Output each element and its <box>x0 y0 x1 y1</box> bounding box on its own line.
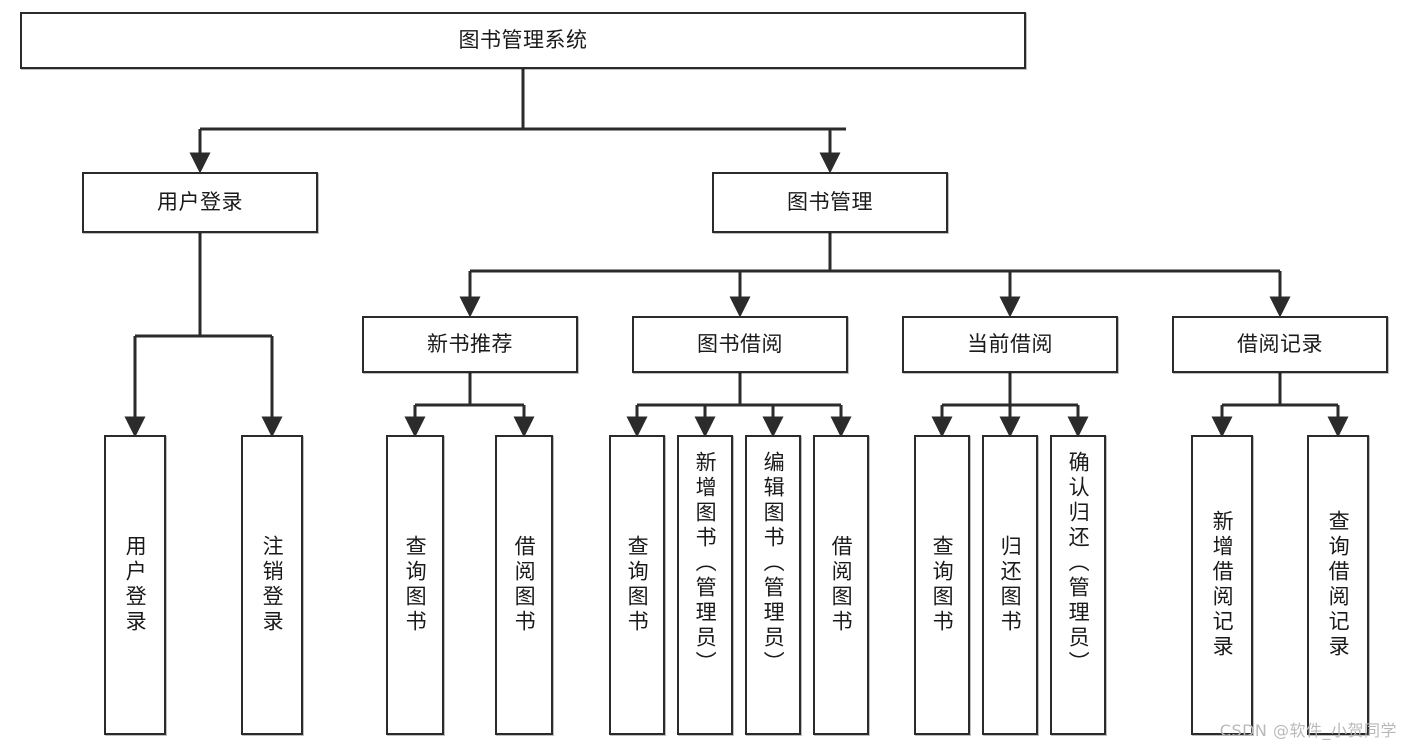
node-leaf-label: 查询图书 <box>403 535 428 635</box>
node-leaf-current-return[interactable]: 归还图书 <box>982 435 1038 735</box>
node-current-borrow[interactable]: 当前借阅 <box>902 316 1118 373</box>
node-book-manage-label: 图书管理 <box>787 190 873 215</box>
node-book-borrow-label: 图书借阅 <box>697 332 783 357</box>
node-leaf-label: 编辑图书（管理员） <box>761 451 786 676</box>
node-book-manage[interactable]: 图书管理 <box>712 172 948 233</box>
node-leaf-user-login-logout[interactable]: 注销登录 <box>241 435 303 735</box>
node-book-borrow[interactable]: 图书借阅 <box>632 316 848 373</box>
node-leaf-label: 归还图书 <box>998 535 1023 635</box>
node-borrow-record[interactable]: 借阅记录 <box>1172 316 1388 373</box>
node-leaf-new-book-query[interactable]: 查询图书 <box>386 435 444 735</box>
node-leaf-borrow-query[interactable]: 查询图书 <box>609 435 665 735</box>
node-leaf-new-book-borrow[interactable]: 借阅图书 <box>495 435 553 735</box>
node-new-book-recommend-label: 新书推荐 <box>427 332 513 357</box>
node-leaf-current-query[interactable]: 查询图书 <box>914 435 970 735</box>
watermark-text: CSDN @软件_小贺同学 <box>1219 721 1397 740</box>
node-leaf-label: 查询图书 <box>930 535 955 635</box>
node-leaf-label: 新增图书（管理员） <box>693 451 718 676</box>
node-leaf-label: 新增借阅记录 <box>1210 510 1235 660</box>
node-root-label: 图书管理系统 <box>458 28 588 53</box>
node-leaf-borrow-edit[interactable]: 编辑图书（管理员） <box>745 435 801 735</box>
node-leaf-label: 确认归还（管理员） <box>1066 451 1091 676</box>
node-leaf-record-query[interactable]: 查询借阅记录 <box>1307 435 1369 735</box>
node-borrow-record-label: 借阅记录 <box>1237 332 1323 357</box>
node-leaf-label: 借阅图书 <box>512 535 537 635</box>
node-leaf-record-add[interactable]: 新增借阅记录 <box>1191 435 1253 735</box>
node-leaf-label: 查询借阅记录 <box>1326 510 1351 660</box>
node-current-borrow-label: 当前借阅 <box>967 332 1053 357</box>
node-leaf-borrow-add[interactable]: 新增图书（管理员） <box>677 435 733 735</box>
node-leaf-borrow-borrow[interactable]: 借阅图书 <box>813 435 869 735</box>
node-root[interactable]: 图书管理系统 <box>20 12 1026 69</box>
node-leaf-label: 注销登录 <box>260 535 285 635</box>
node-leaf-label: 借阅图书 <box>829 535 854 635</box>
node-leaf-current-confirm-return[interactable]: 确认归还（管理员） <box>1050 435 1106 735</box>
node-user-login[interactable]: 用户登录 <box>82 172 318 233</box>
node-leaf-user-login-login[interactable]: 用户登录 <box>104 435 166 735</box>
node-leaf-label: 用户登录 <box>123 535 148 635</box>
node-new-book-recommend[interactable]: 新书推荐 <box>362 316 578 373</box>
node-leaf-label: 查询图书 <box>625 535 650 635</box>
node-user-login-label: 用户登录 <box>157 190 243 215</box>
